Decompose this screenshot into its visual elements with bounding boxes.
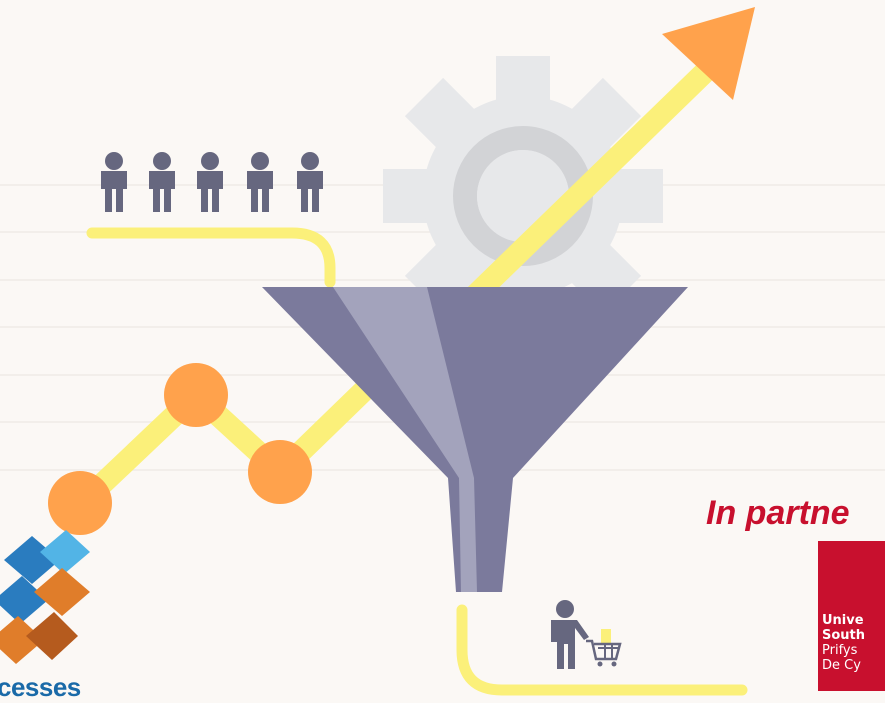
university-line-2: South: [822, 628, 866, 643]
data-points: [48, 363, 312, 535]
person-icon: [197, 152, 223, 212]
data-point-1: [48, 471, 112, 535]
person-icon: [247, 152, 273, 212]
people-row: [101, 152, 323, 212]
university-line-3: Prifys: [822, 643, 858, 658]
input-pipe: [86, 227, 336, 288]
person-icon: [297, 152, 323, 212]
university-name: Unive South Prifys De Cy: [822, 613, 865, 673]
person-icon: [101, 152, 127, 212]
partner-logo-mark: [0, 530, 90, 664]
partner-heading: In partne: [706, 494, 850, 532]
data-point-2: [164, 363, 228, 427]
university-line-1: Unive: [822, 613, 864, 628]
data-point-3: [248, 440, 312, 504]
university-logo: Unive South Prifys De Cy: [818, 541, 885, 691]
brand-name-partial: cesses: [0, 672, 81, 702]
funnel-icon: [262, 287, 688, 592]
growth-arrow-icon: [662, 7, 755, 100]
person-icon: [149, 152, 175, 212]
growth-line: [69, 61, 716, 516]
output-pipe: [456, 604, 748, 696]
university-line-4: De Cy: [822, 658, 861, 673]
shopper-cart-icon: [551, 600, 622, 669]
